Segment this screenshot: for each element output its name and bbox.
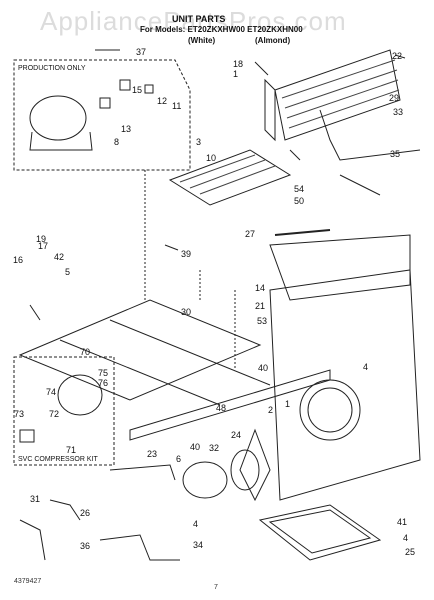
callout-27: 27 xyxy=(245,229,256,239)
callout-18: 18 xyxy=(233,59,244,69)
condenser-coil xyxy=(274,49,401,141)
callout-1b: 1 xyxy=(285,399,291,409)
callout-22: 22 xyxy=(392,51,403,61)
callout-4b: 4 xyxy=(193,519,199,529)
frame-rail xyxy=(18,299,262,401)
callout-50: 50 xyxy=(294,196,305,206)
callout-6: 6 xyxy=(176,454,182,464)
callout-31: 31 xyxy=(30,494,41,504)
callout-15: 15 xyxy=(132,85,143,95)
callout-42: 42 xyxy=(54,252,65,262)
color-white-label: (White) xyxy=(188,36,216,45)
color-almond-label: (Almond) xyxy=(255,36,291,45)
doc-number: 4379427 xyxy=(14,578,42,585)
page-title: UNIT PARTS xyxy=(172,14,226,24)
callout-39: 39 xyxy=(181,249,192,259)
callout-4: 4 xyxy=(363,362,369,372)
compressor-production xyxy=(29,95,87,141)
model-subtitle: For Models: ET20ZKXHW00 ET20ZKXHN00 xyxy=(140,25,303,34)
callout-5: 5 xyxy=(65,267,71,277)
callout-2: 2 xyxy=(268,405,274,415)
fan-blade xyxy=(239,428,271,502)
callout-35: 35 xyxy=(390,149,401,159)
callout-72: 72 xyxy=(49,409,60,419)
fan-motor xyxy=(182,461,228,499)
watermark: AppliancePartsPros.com xyxy=(40,6,347,36)
callout-74: 74 xyxy=(46,387,57,397)
callout-19: 19 xyxy=(36,234,47,244)
partition-panel xyxy=(269,234,411,301)
callout-26: 26 xyxy=(80,508,91,518)
evaporator-coil xyxy=(168,149,292,206)
callout-16: 16 xyxy=(13,255,24,265)
callout-30: 30 xyxy=(181,307,192,317)
callout-12: 12 xyxy=(157,96,168,106)
callout-3: 3 xyxy=(196,137,202,147)
drain-pan xyxy=(258,504,382,561)
callout-1: 1 xyxy=(233,69,239,79)
callout-40: 40 xyxy=(258,363,269,373)
svc-compressor-label: SVC COMPRESSOR KIT xyxy=(18,456,98,463)
callout-32: 32 xyxy=(209,443,220,453)
callout-75: 75 xyxy=(98,368,109,378)
callout-76: 76 xyxy=(98,378,109,388)
callout-36: 36 xyxy=(80,541,91,551)
callout-71: 71 xyxy=(66,445,77,455)
callout-34: 34 xyxy=(193,540,204,550)
svc-compressor-box xyxy=(13,356,115,466)
callout-48: 48 xyxy=(216,403,227,413)
callout-23: 23 xyxy=(147,449,158,459)
callout-11: 11 xyxy=(172,101,182,111)
callout-24: 24 xyxy=(231,430,242,440)
callout-21: 21 xyxy=(255,301,266,311)
callout-4c: 4 xyxy=(403,533,409,543)
production-only-box xyxy=(13,59,191,171)
page-number: 7 xyxy=(214,584,218,591)
relay-part xyxy=(119,79,131,91)
callout-33: 33 xyxy=(393,107,404,117)
callout-29: 29 xyxy=(389,93,400,103)
production-only-label: PRODUCTION ONLY xyxy=(18,65,86,72)
callout-41: 41 xyxy=(397,517,408,527)
callout-54: 54 xyxy=(294,184,305,194)
callout-8: 8 xyxy=(114,137,120,147)
callout-73: 73 xyxy=(14,409,25,419)
callout-53: 53 xyxy=(257,316,268,326)
callout-70: 70 xyxy=(80,347,91,357)
callout-17: 17 xyxy=(38,241,49,251)
callout-25: 25 xyxy=(405,547,416,557)
callout-40b: 40 xyxy=(190,442,201,452)
compressor-service xyxy=(57,374,103,416)
callout-37: 37 xyxy=(136,47,147,57)
callout-14: 14 xyxy=(255,283,266,293)
callout-13: 13 xyxy=(121,124,132,134)
fan-bracket xyxy=(269,269,421,501)
callout-10: 10 xyxy=(206,153,217,163)
